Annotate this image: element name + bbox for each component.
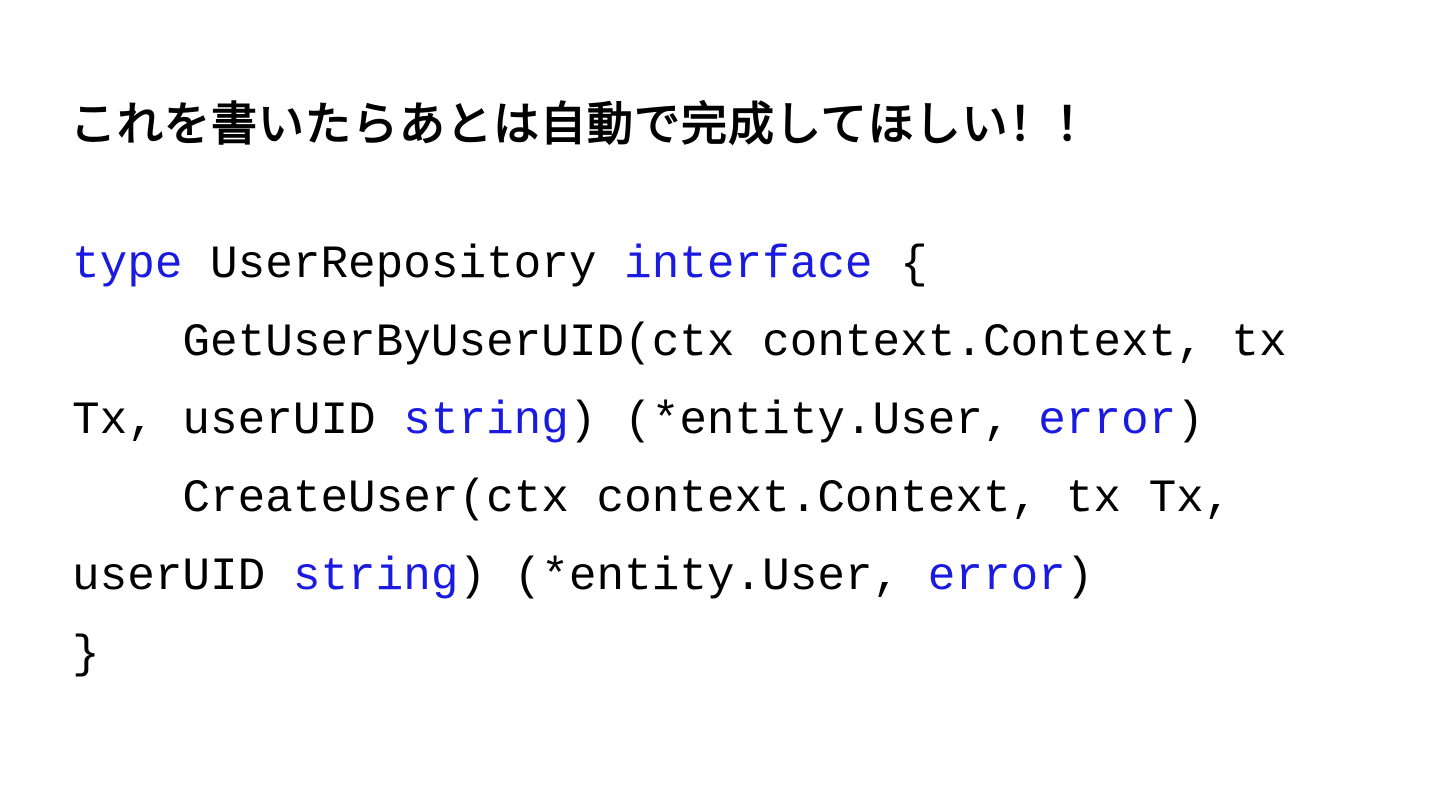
- code-text-token: ): [1176, 395, 1204, 447]
- code-line: Tx, userUID string) (*entity.User, error…: [72, 382, 1287, 460]
- code-keyword-token: error: [1038, 395, 1177, 447]
- code-text-token: GetUserByUserUID(ctx context.Context, tx: [72, 317, 1287, 369]
- code-keyword-token: type: [72, 239, 183, 291]
- slide-title: これを書いたらあとは自動で完成してほしい！！: [70, 98, 1103, 150]
- code-keyword-token: error: [927, 551, 1066, 603]
- code-text-token: userUID: [72, 551, 293, 603]
- code-keyword-token: string: [292, 551, 459, 603]
- code-line: type UserRepository interface {: [72, 226, 1287, 304]
- code-text-token: {: [872, 239, 928, 291]
- code-text-token: ) (*entity.User,: [458, 551, 928, 603]
- code-text-token: UserRepository: [182, 239, 625, 291]
- code-text-token: Tx, userUID: [72, 395, 404, 447]
- code-text-token: CreateUser(ctx context.Context, tx Tx,: [72, 473, 1232, 525]
- code-text-token: ) (*entity.User,: [568, 395, 1039, 447]
- code-line: }: [72, 616, 1287, 694]
- code-line: GetUserByUserUID(ctx context.Context, tx: [72, 304, 1287, 382]
- code-line: CreateUser(ctx context.Context, tx Tx,: [72, 460, 1287, 538]
- code-line: userUID string) (*entity.User, error): [72, 538, 1287, 616]
- code-block: type UserRepository interface { GetUserB…: [72, 226, 1287, 694]
- code-text-token: ): [1065, 551, 1094, 603]
- code-keyword-token: interface: [624, 239, 873, 291]
- code-keyword-token: string: [403, 395, 569, 447]
- code-text-token: }: [72, 629, 100, 681]
